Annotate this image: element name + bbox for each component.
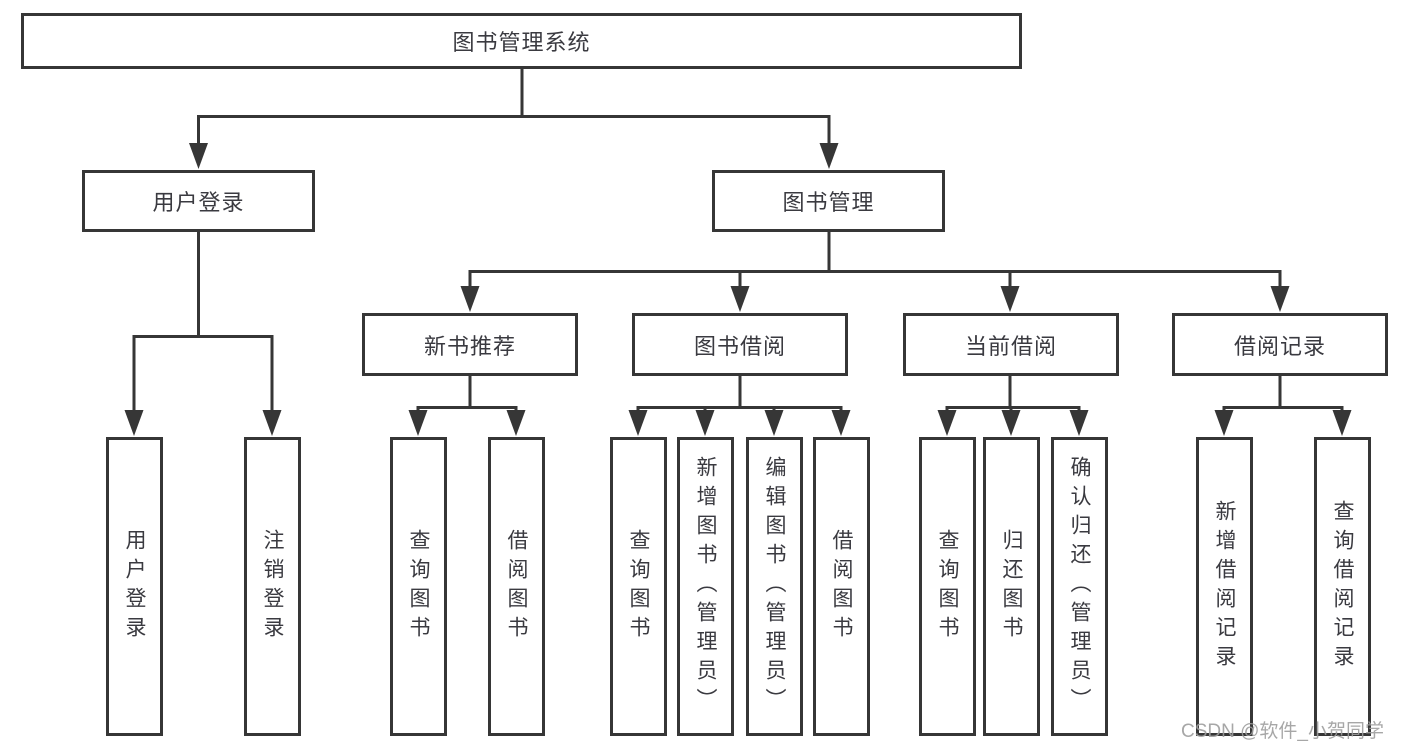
arrowheads bbox=[124, 143, 1352, 436]
leaf-label: 注销登录 bbox=[261, 528, 284, 645]
leaf-label: 用户登录 bbox=[123, 528, 146, 645]
arrowhead bbox=[124, 410, 144, 436]
arrowhead bbox=[460, 286, 480, 312]
connector-book-mgmt-children bbox=[468, 230, 1282, 288]
node-root: 图书管理系统 bbox=[21, 13, 1022, 69]
arrowhead bbox=[764, 410, 784, 436]
arrowhead bbox=[506, 410, 526, 436]
arrowhead bbox=[730, 286, 750, 312]
leaf-add-book-admin: 新增图书（管理员） bbox=[677, 437, 734, 736]
connector-current-borrow-children bbox=[945, 374, 1081, 412]
leaf-logout: 注销登录 bbox=[244, 437, 301, 736]
arrowhead bbox=[1270, 286, 1290, 312]
connector-root-to-level2 bbox=[197, 67, 831, 145]
arrowhead bbox=[1001, 410, 1021, 436]
node-borrow-records: 借阅记录 bbox=[1172, 313, 1388, 376]
leaf-label: 新增借阅记录 bbox=[1213, 499, 1236, 674]
arrowhead bbox=[262, 410, 282, 436]
leaf-return-book: 归还图书 bbox=[983, 437, 1040, 736]
connector-user-login-children bbox=[132, 230, 274, 411]
arrowhead bbox=[1332, 410, 1352, 436]
node-user-login: 用户登录 bbox=[82, 170, 315, 232]
leaf-confirm-return-admin: 确认归还（管理员） bbox=[1051, 437, 1108, 736]
leaf-query-borrow-record: 查询借阅记录 bbox=[1314, 437, 1371, 736]
leaf-label: 查询图书 bbox=[627, 528, 650, 645]
leaf-user-login: 用户登录 bbox=[106, 437, 163, 736]
leaf-query-books-current: 查询图书 bbox=[919, 437, 976, 736]
arrowhead bbox=[628, 410, 648, 436]
leaf-label: 查询图书 bbox=[936, 528, 959, 645]
node-book-borrow: 图书借阅 bbox=[632, 313, 848, 376]
arrowhead bbox=[1069, 410, 1089, 436]
arrowhead bbox=[831, 410, 851, 436]
node-new-book-recommend: 新书推荐 bbox=[362, 313, 578, 376]
leaf-label: 查询图书 bbox=[407, 528, 430, 645]
arrowhead bbox=[937, 410, 957, 436]
connector-new-book-children bbox=[416, 374, 518, 412]
leaf-label: 借阅图书 bbox=[505, 528, 528, 645]
node-current-borrow: 当前借阅 bbox=[903, 313, 1119, 376]
leaf-edit-book-admin: 编辑图书（管理员） bbox=[746, 437, 803, 736]
leaf-borrow-books: 借阅图书 bbox=[813, 437, 870, 736]
leaf-query-books-recommend: 查询图书 bbox=[390, 437, 447, 736]
leaf-label: 查询借阅记录 bbox=[1331, 499, 1354, 674]
leaf-label: 新增图书（管理员） bbox=[694, 456, 717, 717]
leaf-query-books-borrow: 查询图书 bbox=[610, 437, 667, 736]
leaf-label: 确认归还（管理员） bbox=[1068, 456, 1091, 717]
csdn-watermark: CSDN @软件_小贺同学 bbox=[1181, 721, 1384, 742]
connector-book-borrow-children bbox=[636, 374, 843, 412]
node-book-management: 图书管理 bbox=[712, 170, 945, 232]
arrowhead bbox=[695, 410, 715, 436]
leaf-label: 归还图书 bbox=[1000, 528, 1023, 645]
arrowhead bbox=[408, 410, 428, 436]
arrowhead bbox=[1214, 410, 1234, 436]
leaf-label: 编辑图书（管理员） bbox=[763, 456, 786, 717]
arrowhead bbox=[1000, 286, 1020, 312]
arrowhead bbox=[819, 143, 839, 169]
arrowhead bbox=[189, 143, 208, 169]
leaf-label: 借阅图书 bbox=[830, 528, 853, 645]
leaf-add-borrow-record: 新增借阅记录 bbox=[1196, 437, 1253, 736]
connector-borrow-records-children bbox=[1222, 374, 1344, 412]
leaf-borrow-books-recommend: 借阅图书 bbox=[488, 437, 545, 736]
